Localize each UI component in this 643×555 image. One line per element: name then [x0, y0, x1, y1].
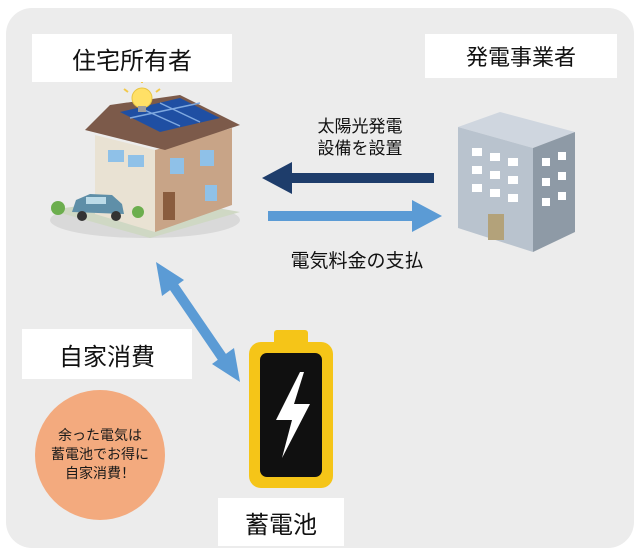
owner-label: 住宅所有者 — [32, 34, 232, 82]
install-arrow — [262, 162, 434, 194]
tip-bubble: 余った電気は 蓄電池でお得に 自家消費！ — [35, 390, 165, 520]
self-consumption-arrow — [156, 262, 240, 382]
car-icon — [72, 194, 124, 221]
house-with-solar-panels-icon — [50, 95, 240, 238]
office-building-icon — [458, 112, 575, 252]
battery-lightning-icon — [249, 330, 333, 488]
install-caption: 太陽光発電 設備を設置 — [300, 116, 420, 160]
tip-line2: 蓄電池でお得に — [51, 446, 149, 463]
battery-label: 蓄電池 — [218, 498, 344, 546]
tip-line1: 余った電気は — [58, 427, 142, 444]
install-caption-line1: 太陽光発電 — [317, 117, 403, 137]
payment-caption: 電気料金の支払 — [290, 250, 424, 272]
install-caption-line2: 設備を設置 — [317, 139, 403, 159]
tip-line3: 自家消費！ — [65, 465, 135, 482]
self-consumption-label: 自家消費 — [22, 329, 192, 379]
operator-label: 発電事業者 — [425, 34, 617, 78]
payment-arrow — [268, 200, 442, 232]
